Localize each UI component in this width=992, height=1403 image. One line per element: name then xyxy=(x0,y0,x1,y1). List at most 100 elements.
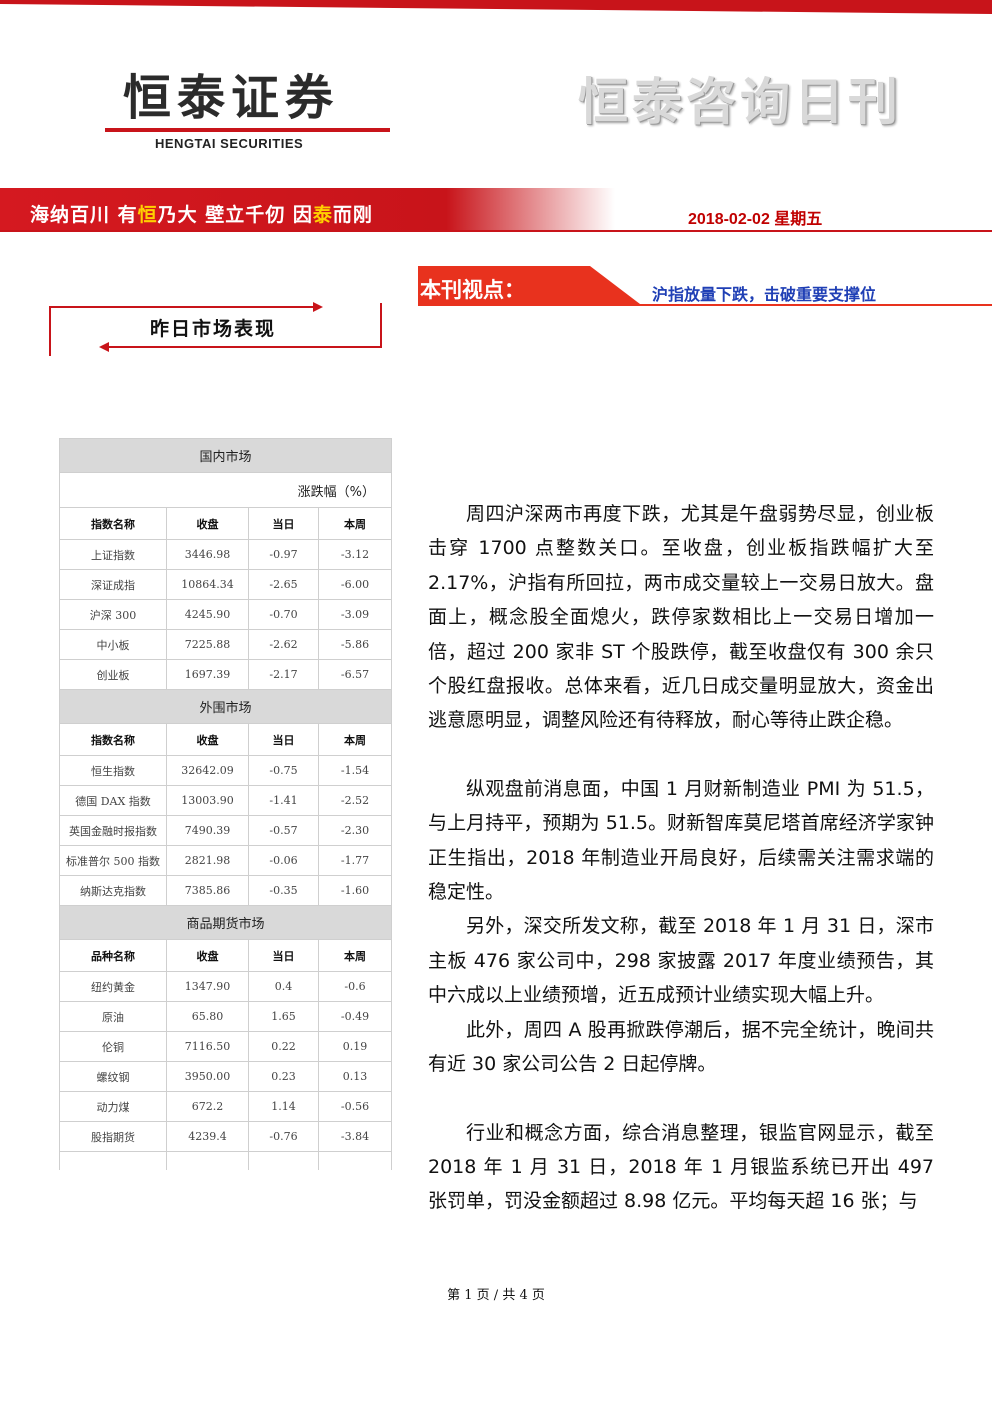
blank-cell xyxy=(166,1151,249,1170)
table-header-row: 指数名称收盘当日本周 xyxy=(59,507,393,540)
table-cell: 中小板 xyxy=(59,629,167,660)
view-bar xyxy=(418,266,992,306)
table-cell: 13003.90 xyxy=(166,785,249,816)
logo-english-name: HENGTAI SECURITIES xyxy=(155,136,304,151)
table-cell: 纽约黄金 xyxy=(59,971,167,1002)
table-cell: -3.12 xyxy=(317,539,393,570)
table-cell: 纳斯达克指数 xyxy=(59,875,167,906)
table-cell: 股指期货 xyxy=(59,1121,167,1152)
table-cell: -3.09 xyxy=(317,599,393,630)
article-paragraph: 周四沪深两市再度下跌，尤其是午盘弱势尽显，创业板击穿 1700 点整数关口。至收… xyxy=(428,503,934,732)
column-header: 本周 xyxy=(317,723,393,756)
table-cell: -2.62 xyxy=(248,629,319,660)
table-cell: 0.22 xyxy=(248,1031,319,1062)
article-paragraph: 纵观盘前消息面，中国 1 月财新制造业 PMI 为 51.5，与上月持平，预期为… xyxy=(428,777,934,904)
blank-cell xyxy=(317,1151,393,1170)
table-cell: 4239.4 xyxy=(166,1121,249,1152)
table-cell: -6.57 xyxy=(317,659,393,690)
table-cell: 7385.86 xyxy=(166,875,249,906)
table-cell: 上证指数 xyxy=(59,539,167,570)
slogan-highlight: 恒 xyxy=(137,204,158,226)
column-header: 当日 xyxy=(248,723,319,756)
table-cell: 7490.39 xyxy=(166,815,249,846)
article-paragraph: 此外，周四 A 股再掀跌停潮后，据不完全统计，晚间共有近 30 家公司公告 2 … xyxy=(428,1018,934,1076)
table-cell: 672.2 xyxy=(166,1091,249,1122)
column-header: 收盘 xyxy=(166,939,249,972)
issue-date: 2018-02-02 星期五 xyxy=(688,211,823,228)
table-cell: 伦铜 xyxy=(59,1031,167,1062)
column-header: 指数名称 xyxy=(59,723,167,756)
table-cell: 动力煤 xyxy=(59,1091,167,1122)
table-cell: -1.60 xyxy=(317,875,393,906)
logo-chinese-name: 恒泰证券 xyxy=(123,70,340,126)
table-cell: -1.54 xyxy=(317,755,393,786)
view-label: 本刊视点： xyxy=(420,278,525,302)
blank-cell xyxy=(59,1151,167,1170)
slogan-part: 而刚 xyxy=(332,204,373,226)
slogan: 海纳百川 有恒乃大 壁立千仞 因泰而刚 xyxy=(30,200,373,227)
article-body: 周四沪深两市再度下跌，尤其是午盘弱势尽显，创业板击穿 1700 点整数关口。至收… xyxy=(428,497,934,1219)
table-cell: -0.49 xyxy=(317,1001,393,1032)
table-cell: 0.19 xyxy=(317,1031,393,1062)
column-header: 当日 xyxy=(248,939,319,972)
table-cell: 原油 xyxy=(59,1001,167,1032)
table-cell: 32642.09 xyxy=(166,755,249,786)
table-cell: -2.52 xyxy=(317,785,393,816)
table-cell: 7225.88 xyxy=(166,629,249,660)
table-cell: 2821.98 xyxy=(166,845,249,876)
slogan-part: 海纳百川 有 xyxy=(30,204,138,226)
table-cell: 英国金融时报指数 xyxy=(59,815,167,846)
article-paragraph: 行业和概念方面，综合消息整理，银监官网显示，截至 2018 年 1 月 31 日… xyxy=(428,1121,934,1213)
table-cell: 恒生指数 xyxy=(59,755,167,786)
table-cell: -0.75 xyxy=(248,755,319,786)
unit-label: 涨跌幅（%） xyxy=(58,472,393,508)
column-header: 当日 xyxy=(248,507,319,540)
table-cell: 3950.00 xyxy=(166,1061,249,1092)
view-headline: 沪指放量下跌，击破重要支撑位 xyxy=(652,285,877,304)
table-cell: 10864.34 xyxy=(166,569,249,600)
table-cell: -2.17 xyxy=(248,659,319,690)
column-header: 本周 xyxy=(317,507,393,540)
table-cell: -5.86 xyxy=(317,629,393,660)
table-cell: 0.4 xyxy=(248,971,319,1002)
foreign-market-header: 外围市场 xyxy=(58,689,393,724)
page-number: 第 1 页 / 共 4 页 xyxy=(447,1288,545,1303)
table-cell: -1.77 xyxy=(317,845,393,876)
table-cell: -0.70 xyxy=(248,599,319,630)
domestic-market-header: 国内市场 xyxy=(58,438,393,473)
company-logo: 恒泰证券 HENGTAI SECURITIES xyxy=(105,70,390,155)
table-cell: -3.84 xyxy=(317,1121,393,1152)
table-cell: -0.6 xyxy=(317,971,393,1002)
table-header-row: 品种名称收盘当日本周 xyxy=(59,939,393,972)
table-blank-row xyxy=(59,1151,393,1170)
table-cell: 沪深 300 xyxy=(59,599,167,630)
table-cell: 创业板 xyxy=(59,659,167,690)
table-cell: 1697.39 xyxy=(166,659,249,690)
table-cell: -0.35 xyxy=(248,875,319,906)
table-cell: -1.41 xyxy=(248,785,319,816)
publication-title: 恒泰咨询日刊 xyxy=(578,73,902,131)
table-cell: -6.00 xyxy=(317,569,393,600)
market-title-frame xyxy=(49,302,382,356)
logo-underline xyxy=(105,128,390,132)
table-header-row: 指数名称收盘当日本周 xyxy=(59,723,393,756)
table-cell: 0.13 xyxy=(317,1061,393,1092)
slogan-highlight: 泰 xyxy=(312,204,333,226)
slogan-banner xyxy=(0,188,992,232)
article-paragraph: 另外，深交所发文称，截至 2018 年 1 月 31 日，深市主板 476 家公… xyxy=(428,915,934,1007)
table-cell: 3446.98 xyxy=(166,539,249,570)
table-cell: -0.06 xyxy=(248,845,319,876)
column-header: 收盘 xyxy=(166,507,249,540)
table-cell: 标准普尔 500 指数 xyxy=(59,845,167,876)
column-header: 品种名称 xyxy=(59,939,167,972)
